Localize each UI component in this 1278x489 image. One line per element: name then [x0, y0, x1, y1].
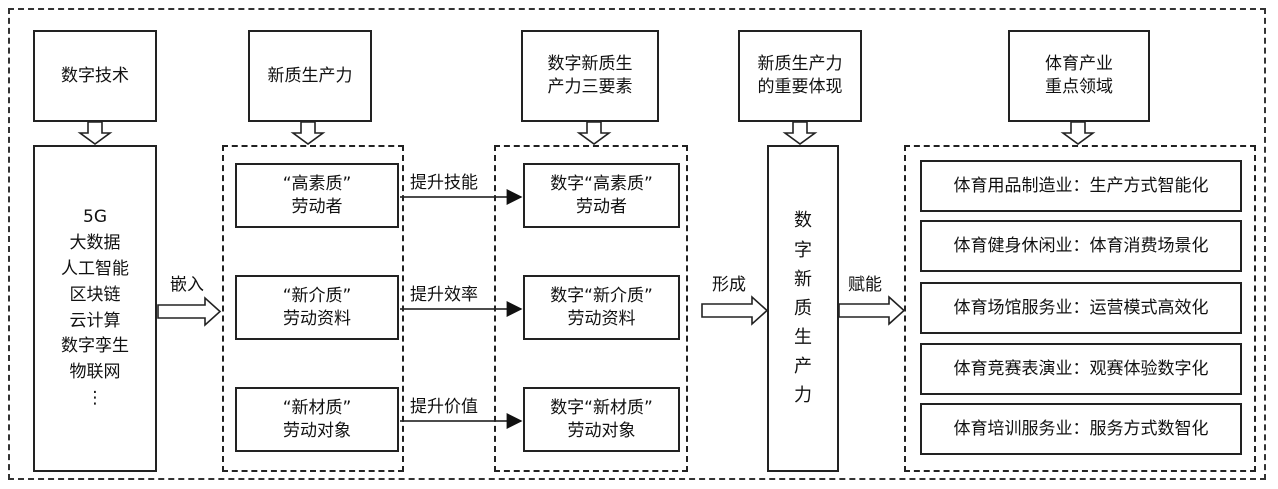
digital-new-medium-means-line1: 数字“新介质”: [550, 285, 653, 306]
sports-field-manufacturing-box: 体育用品制造业：生产方式智能化: [920, 160, 1242, 212]
high-quality-labor-line1: “高素质”: [282, 173, 352, 194]
sports-field-training: 体育培训服务业：服务方式数智化: [953, 418, 1209, 439]
manifestation-header-line2: 的重要体现: [757, 77, 843, 97]
embed-label: 嵌入: [170, 275, 204, 295]
digital-new-material-object-line1: 数字“新材质”: [550, 397, 653, 418]
sports-field-training-box: 体育培训服务业：服务方式数智化: [920, 403, 1242, 455]
high-quality-labor-box: “高素质” 劳动者: [235, 163, 399, 228]
sports-field-manufacturing: 体育用品制造业：生产方式智能化: [953, 175, 1209, 196]
tech-item-big-data: 大数据: [69, 233, 121, 254]
empower-label: 赋能: [848, 275, 882, 295]
tech-item-blockchain: 区块链: [69, 284, 121, 305]
vertical-char-3: 新: [794, 268, 812, 290]
new-productivity-header-text: 新质生产力: [267, 65, 353, 86]
vertical-char-7: 力: [794, 385, 812, 407]
digital-new-medium-means-box: 数字“新介质” 劳动资料: [523, 275, 680, 340]
vertical-char-5: 生: [794, 327, 812, 349]
down-arrow-new-productivity: [290, 121, 326, 145]
tech-item-digital-twin: 数字孪生: [61, 336, 129, 357]
vertical-char-6: 产: [794, 356, 812, 378]
skill-label: 提升技能: [410, 173, 478, 193]
new-productivity-group: [222, 145, 404, 472]
down-arrow-sports-fields: [1060, 121, 1096, 145]
new-material-object-box: “新材质” 劳动对象: [235, 387, 399, 452]
digital-tech-header-text: 数字技术: [61, 65, 129, 86]
sports-fields-header-line2: 重点领域: [1045, 77, 1113, 97]
new-medium-means-line2: 劳动资料: [283, 308, 351, 329]
tech-item-cloud: 云计算: [69, 310, 121, 331]
form-label: 形成: [712, 275, 746, 295]
outer-dashed-border: [8, 8, 1266, 480]
down-arrow-three-elements: [576, 121, 612, 145]
value-label: 提升价值: [410, 397, 478, 417]
digital-new-productivity-box: 数 字 新 质 生 产 力: [767, 145, 839, 472]
sports-fields-header: 体育产业 重点领域: [1008, 30, 1150, 122]
efficiency-label: 提升效率: [410, 285, 478, 305]
vertical-char-2: 字: [794, 239, 812, 261]
manifestation-header: 新质生产力 的重要体现: [738, 30, 862, 122]
digital-high-quality-labor-line2: 劳动者: [576, 196, 627, 217]
tech-item-5g: 5G: [83, 207, 107, 228]
three-elements-header-line2: 产力三要素: [547, 77, 633, 97]
new-medium-means-line1: “新介质”: [282, 285, 352, 306]
three-elements-group: [494, 145, 688, 472]
sports-field-fitness-box: 体育健身休闲业：体育消费场景化: [920, 220, 1242, 272]
vertical-char-1: 数: [794, 210, 812, 232]
sports-field-venue: 体育场馆服务业：运营模式高效化: [953, 297, 1209, 318]
tech-item-ellipsis: ⋮: [86, 387, 104, 408]
sports-field-competition: 体育竞赛表演业：观赛体验数字化: [953, 358, 1209, 379]
down-arrow-digital-tech: [77, 121, 113, 145]
sports-field-venue-box: 体育场馆服务业：运营模式高效化: [920, 282, 1242, 334]
new-medium-means-box: “新介质” 劳动资料: [235, 275, 399, 340]
tech-item-ai: 人工智能: [61, 258, 129, 279]
tech-item-iot: 物联网: [69, 362, 121, 383]
digital-tech-list-box: 5G 大数据 人工智能 区块链 云计算 数字孪生 物联网 ⋮: [33, 145, 157, 472]
sports-fields-header-line1: 体育产业: [1045, 54, 1113, 75]
digital-new-material-object-box: 数字“新材质” 劳动对象: [523, 387, 680, 452]
three-elements-header: 数字新质生 产力三要素: [521, 30, 659, 122]
embed-arrow: [157, 296, 222, 327]
digital-new-material-object-line2: 劳动对象: [567, 420, 636, 441]
vertical-char-4: 质: [794, 297, 812, 319]
form-arrow: [701, 295, 769, 326]
three-elements-header-line1: 数字新质生: [547, 54, 633, 75]
manifestation-header-line1: 新质生产力: [757, 54, 843, 75]
digital-high-quality-labor-box: 数字“高素质” 劳动者: [523, 163, 680, 228]
empower-arrow: [838, 295, 906, 326]
new-material-object-line1: “新材质”: [282, 397, 352, 418]
new-material-object-line2: 劳动对象: [283, 420, 351, 441]
digital-high-quality-labor-line1: 数字“高素质”: [550, 173, 653, 194]
digital-new-medium-means-line2: 劳动资料: [567, 308, 636, 329]
sports-fields-group: [904, 145, 1256, 472]
new-productivity-header: 新质生产力: [248, 30, 372, 122]
high-quality-labor-line2: 劳动者: [291, 196, 343, 217]
down-arrow-manifestation: [782, 121, 818, 145]
digital-tech-header: 数字技术: [33, 30, 157, 122]
sports-field-competition-box: 体育竞赛表演业：观赛体验数字化: [920, 343, 1242, 395]
sports-field-fitness: 体育健身休闲业：体育消费场景化: [953, 235, 1209, 256]
